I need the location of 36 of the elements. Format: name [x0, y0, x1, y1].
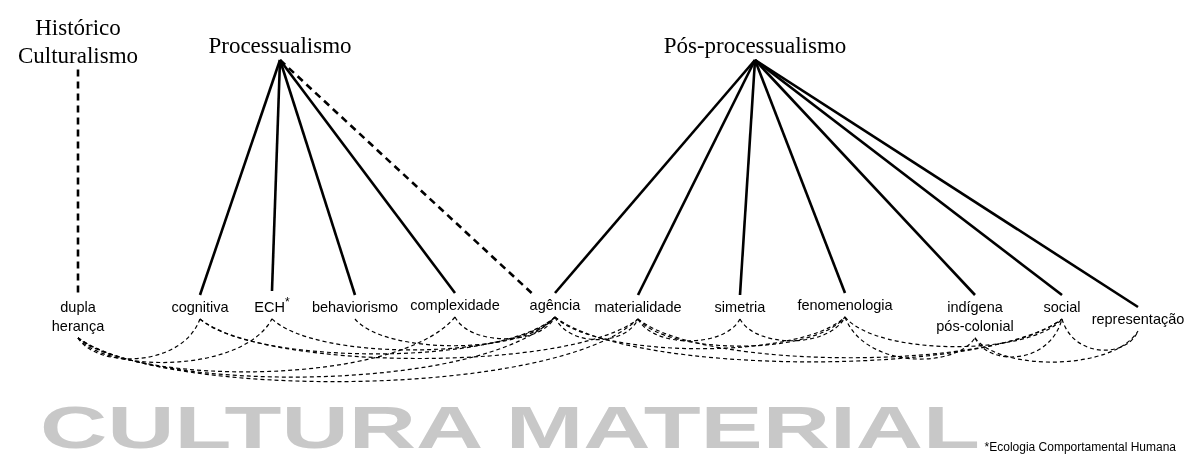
relation-curve	[199, 318, 639, 360]
connector-line	[636, 59, 757, 296]
connector-line	[754, 58, 1139, 309]
relation-curve	[974, 318, 1063, 358]
relation-curve	[77, 316, 456, 373]
connector-line	[279, 59, 533, 294]
connector-line	[754, 59, 976, 296]
approach-label: cognitiva	[160, 298, 240, 317]
relation-curve	[637, 318, 1063, 359]
school-heading: Processualismo	[195, 32, 365, 60]
approach-label: fenomenologia	[785, 296, 905, 315]
relation-curve	[739, 316, 846, 342]
relation-curve	[77, 318, 201, 360]
relation-curve	[974, 330, 1139, 363]
connector-line	[554, 59, 756, 294]
relation-curve	[454, 316, 556, 340]
school-heading: Pós-processualismo	[640, 32, 870, 60]
connector-line	[198, 59, 282, 296]
relation-curve	[77, 318, 639, 382]
relation-curve	[354, 316, 556, 347]
connector-line	[278, 59, 457, 294]
school-heading: Histórico Culturalismo	[3, 14, 153, 70]
relation-curve	[77, 318, 273, 363]
relation-curve	[844, 316, 1063, 348]
approach-label: ECH$^{*}$	[247, 295, 297, 317]
relation-curve	[637, 316, 846, 347]
footnote: *Ecologia Comportamental Humana	[984, 440, 1176, 454]
relation-curve	[1061, 318, 1139, 351]
connector-line	[278, 59, 357, 296]
approach-label: simetria	[702, 298, 778, 317]
approach-label: indígena pós-colonial	[932, 298, 1018, 336]
connector-line	[76, 69, 80, 295]
relation-curve	[844, 316, 976, 360]
relation-curve	[637, 318, 741, 342]
approach-label: dupla herança	[38, 298, 118, 336]
relation-curve	[554, 316, 639, 341]
